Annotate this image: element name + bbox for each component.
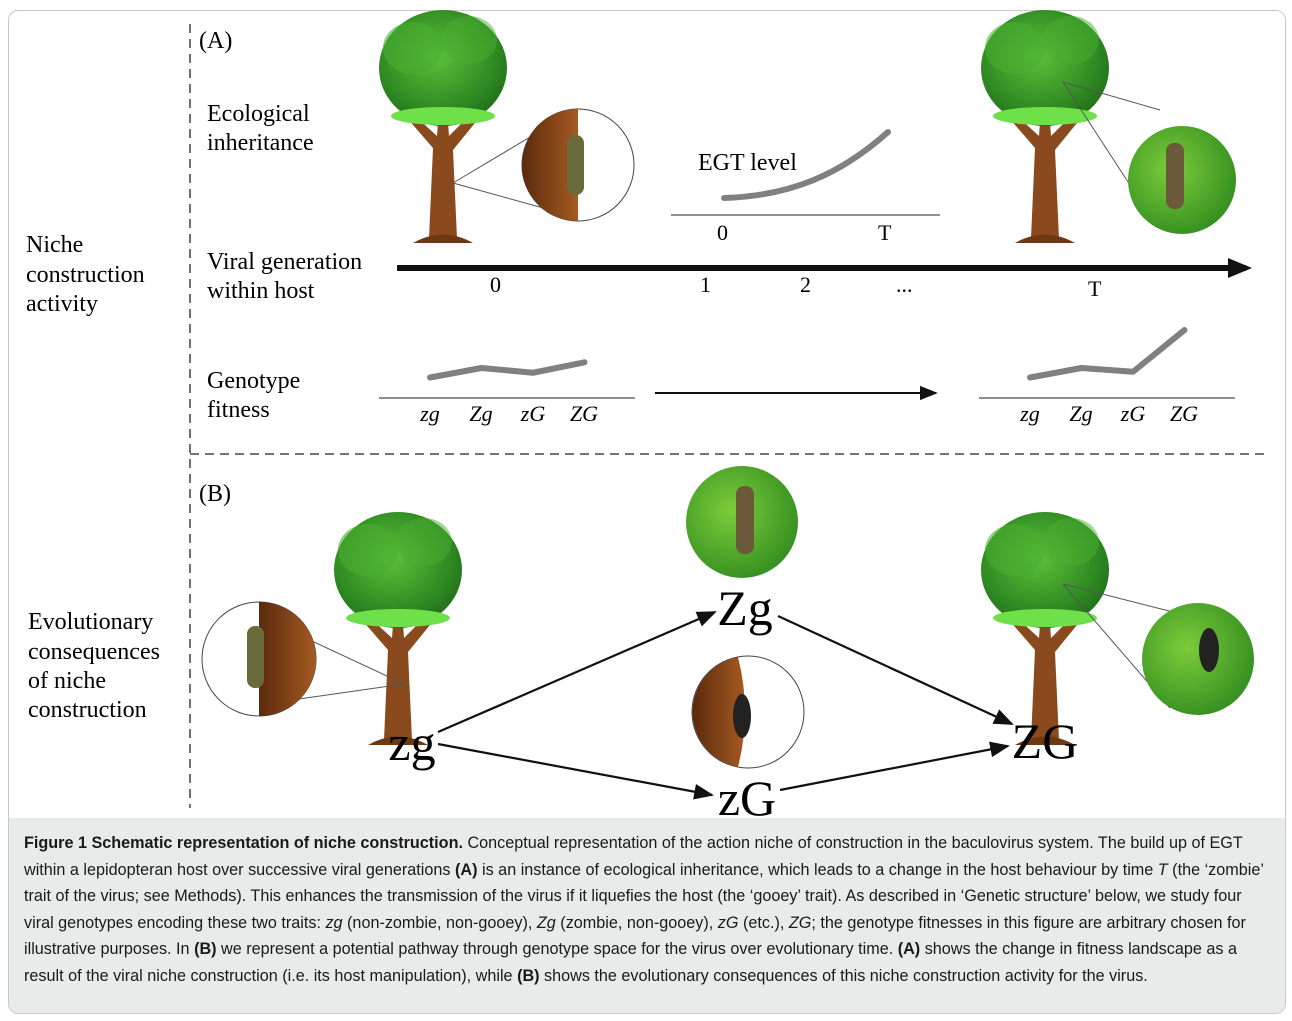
liquefied-zoom-icon-zG <box>691 655 805 769</box>
generation-tick: 2 <box>800 272 811 297</box>
genotype-tick: ZG <box>1170 401 1198 426</box>
bark-zoom-icon <box>521 108 635 222</box>
genotype-tick: zg <box>1019 401 1040 426</box>
panel-b-label: (B) <box>199 481 231 507</box>
generation-tick: 0 <box>490 272 501 297</box>
fitness-line-after <box>1027 327 1188 381</box>
node-ZG: ZG <box>1012 713 1079 769</box>
arrow-zG-to-ZG <box>779 741 1010 792</box>
arrow-zg-to-zG <box>437 742 714 800</box>
genotype-fitness-label: Genotype fitness <box>207 368 306 423</box>
genotype-tick: zg <box>419 401 440 426</box>
viral-generation-label: Viral generation within host <box>207 249 368 304</box>
tree-icon-ZG <box>981 512 1109 745</box>
genotype-tick: zG <box>1120 401 1146 426</box>
arrow-Zg-to-ZG <box>777 615 1014 725</box>
panel-a-label: (A) <box>199 28 232 54</box>
leaf-zoom-icon-Zg <box>686 466 798 578</box>
evolutionary-row-label: Evolutionary consequences of niche const… <box>28 609 166 723</box>
arrow-zg-to-Zg <box>437 610 717 734</box>
generation-ticks: 0 1 2 ... T <box>490 272 1102 301</box>
figure-caption: Figure 1 Schematic representation of nic… <box>24 834 1264 985</box>
ecological-inheritance-label: Ecological inheritance <box>207 101 316 156</box>
generation-arrowhead <box>1228 258 1252 278</box>
genotype-tick: ZG <box>570 401 598 426</box>
fitness-line-before <box>427 359 588 381</box>
schematic-diagram: (A) Niche construction activity Ecologic… <box>26 10 1268 818</box>
genotype-tick: Zg <box>469 401 492 426</box>
caption-background <box>9 818 1285 1013</box>
node-zg: zg <box>388 715 435 771</box>
generation-tick: 1 <box>700 272 711 297</box>
niche-row-label: Niche construction activity <box>26 232 151 317</box>
tree-icon-zg <box>334 512 462 745</box>
generation-tick: T <box>1088 276 1102 301</box>
egt-tick-start: 0 <box>717 220 728 245</box>
egt-label: EGT level <box>698 150 797 176</box>
egt-curve <box>721 129 891 201</box>
liquefied-leaf-zoom-icon <box>1142 603 1254 715</box>
tree-icon-end-a <box>981 10 1109 243</box>
figure-frame <box>8 10 1286 1014</box>
leaf-zoom-icon <box>1128 126 1236 234</box>
node-Zg: Zg <box>717 580 773 636</box>
tree-icon-start <box>379 10 507 243</box>
genotype-tick: Zg <box>1069 401 1092 426</box>
bark-zoom-icon-zg <box>201 601 317 717</box>
genotype-tick: zG <box>520 401 546 426</box>
generation-tick: ... <box>896 272 913 297</box>
egt-tick-end: T <box>878 220 892 245</box>
node-zG: zG <box>718 770 776 818</box>
